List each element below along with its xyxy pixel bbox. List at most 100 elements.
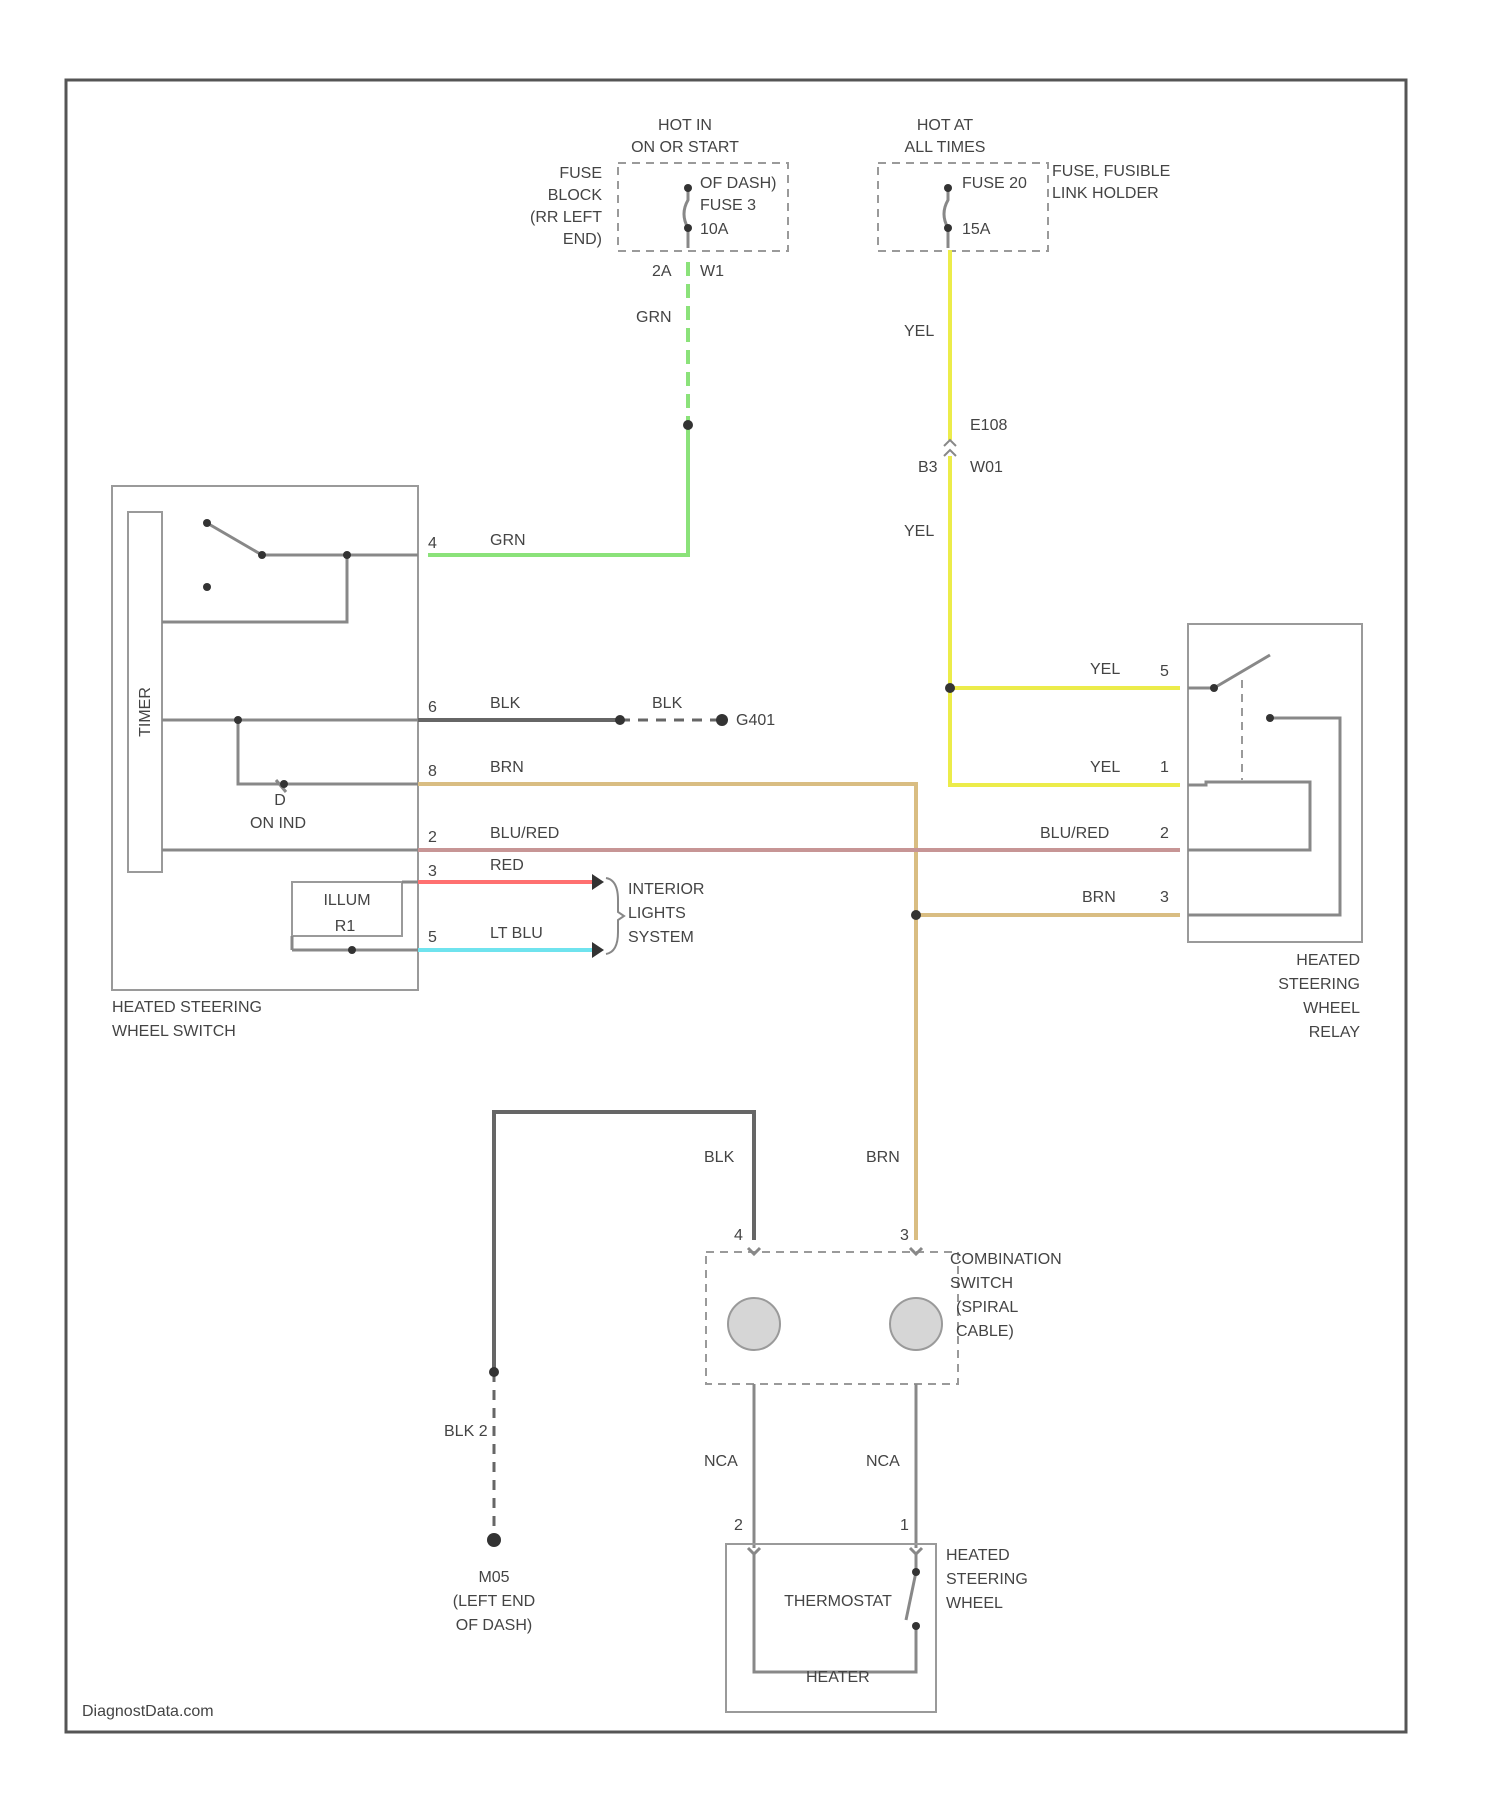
thermostat-contact	[906, 1572, 916, 1620]
brn-label-relay: BRN	[1082, 889, 1116, 906]
blk-label-2: BLK	[652, 695, 683, 712]
nca-label-left: NCA	[704, 1453, 738, 1470]
switch-contact-pivot	[203, 519, 211, 527]
fuse20-element	[944, 188, 948, 248]
ground-main-label: M05	[478, 1569, 509, 1586]
relay-contact-end	[1266, 714, 1274, 722]
nca-label-right: NCA	[866, 1453, 900, 1470]
blu-red-label: BLU/RED	[490, 825, 559, 842]
illum-circuits: RED LT BLU INTERIOR LIGHTS SYSTEM	[418, 857, 704, 958]
yel-splice	[945, 683, 955, 693]
switch-contact-alt	[203, 583, 211, 591]
hot-in-run-label: HOT IN	[658, 117, 712, 134]
fuse3-label-3: 10A	[700, 221, 729, 238]
interior-label-3: SYSTEM	[628, 929, 694, 946]
switch-name-label-2: WHEEL SWITCH	[112, 1023, 236, 1040]
wheel-pin-right	[910, 1548, 922, 1554]
d-label: D	[274, 792, 286, 809]
wheel-housing	[726, 1544, 936, 1712]
yel-wire-main	[950, 456, 1180, 785]
combination-switch-clockspring: 4 3 COMBINATION SWITCH (SPIRAL CABLE)	[706, 1227, 1062, 1384]
wheel-pin-r-label: 1	[900, 1517, 909, 1534]
fuse3-node-top	[684, 184, 692, 192]
grn-label-top: GRN	[636, 309, 672, 326]
thermostat-label: THERMOSTAT	[784, 1593, 892, 1610]
blk-splice	[615, 715, 625, 725]
blu-red-circuit: BLU/RED BLU/RED	[418, 825, 1180, 850]
blk-ground-circuit: BLK BLK G401	[418, 695, 775, 729]
pin-2-label: 2	[428, 829, 437, 846]
blk-return-circuit: BLK BLK 2 M05 (LEFT END OF DASH)	[444, 1112, 754, 1634]
watermark: DiagnostData.com	[82, 1703, 214, 1720]
clockspring-name-4: CABLE)	[956, 1323, 1014, 1340]
relay-pin-5: 5	[1160, 663, 1169, 680]
fuse3-pin-left: 2A	[652, 263, 672, 280]
interior-brace	[606, 878, 624, 954]
red-label: RED	[490, 857, 524, 874]
fuse3-pin-right: W1	[700, 263, 724, 280]
clockspring-roller-right	[890, 1298, 942, 1350]
switch-name-label: HEATED STEERING	[112, 999, 262, 1016]
illum-label: ILLUM	[323, 892, 370, 909]
ground-main-dot	[487, 1533, 501, 1547]
switch-contact	[207, 523, 262, 555]
splice-e-label-2: W01	[970, 459, 1003, 476]
clockspring-name-3: (SPIRAL	[956, 1299, 1018, 1316]
relay-contact-pivot	[1210, 684, 1218, 692]
pin-6-label: 6	[428, 699, 437, 716]
pin-5-label: 5	[428, 929, 437, 946]
brn-label-bottom: BRN	[866, 1149, 900, 1166]
heated-steering-wheel-switch: TIMER D ON IND ILLUM R1 4 6 8 2 3 5 HEAT…	[112, 486, 437, 1040]
yel-connector	[944, 440, 956, 456]
wheel-pin-l-label: 2	[734, 1517, 743, 1534]
heated-steering-wheel: 2 1 THERMOSTAT HEATER HEATED STEERING WH…	[726, 1517, 1028, 1712]
r1-label: R1	[335, 918, 356, 935]
fuse-block-label: FUSE	[559, 165, 602, 182]
hot-at-all-label: HOT AT	[917, 117, 974, 134]
blk-return-splice	[489, 1367, 499, 1377]
relay-name-label: HEATED	[1296, 952, 1360, 969]
blu-red-label-relay: BLU/RED	[1040, 825, 1109, 842]
blk-label: BLK	[490, 695, 521, 712]
relay-name-label-3: WHEEL	[1303, 1000, 1360, 1017]
ground-g-label: G401	[736, 712, 775, 729]
fuse20-label: FUSE 20	[962, 175, 1027, 192]
brn-splice	[911, 910, 921, 920]
grn-label-bottom: GRN	[490, 532, 526, 549]
wheel-name-3: WHEEL	[946, 1595, 1003, 1612]
relay-name-label-4: RELAY	[1309, 1024, 1361, 1041]
clockspring-name-2: SWITCH	[950, 1275, 1013, 1292]
blk-2-label: BLK 2	[444, 1423, 488, 1440]
clockspring-roller-left	[728, 1298, 780, 1350]
splice-e-label: E108	[970, 417, 1007, 434]
yel-label-top: YEL	[904, 323, 934, 340]
yel-label-relay-5: YEL	[1090, 661, 1120, 678]
wheel-pin-left	[748, 1548, 760, 1554]
grn-circuit: GRN GRN	[428, 262, 693, 555]
fuse3-label-2: FUSE 3	[700, 197, 756, 214]
fusible-link-section: HOT AT ALL TIMES FUSE 20 15A FUSE, FUSIB…	[878, 117, 1170, 251]
hot-in-run-label-2: ON OR START	[631, 139, 739, 156]
fuse3-node-bottom	[684, 224, 692, 232]
wheel-name-2: STEERING	[946, 1571, 1028, 1588]
switch-contact-node	[258, 551, 266, 559]
on-ind-label: ON IND	[250, 815, 306, 832]
ground-main-label-3: OF DASH)	[456, 1617, 532, 1634]
fuse20-label-2: 15A	[962, 221, 991, 238]
illum-node	[348, 946, 356, 954]
thermostat-node-bottom	[912, 1622, 920, 1630]
thermostat-node-top	[912, 1568, 920, 1576]
pin-3-label: 3	[428, 863, 437, 880]
fuse-block-label-2: BLOCK	[548, 187, 603, 204]
clockspring-pin-r-label: 3	[900, 1227, 909, 1244]
diagram-border	[66, 80, 1406, 1732]
fuse-block-label-3: (RR LEFT	[530, 209, 602, 226]
interior-label-2: LIGHTS	[628, 905, 686, 922]
relay-pin-2: 2	[1160, 825, 1169, 842]
fuse20-node-bottom	[944, 224, 952, 232]
relay-pin-1: 1	[1160, 759, 1169, 776]
ground-main-label-2: (LEFT END	[453, 1593, 535, 1610]
timer-label: TIMER	[137, 687, 154, 737]
clockspring-name: COMBINATION	[950, 1251, 1062, 1268]
relay-internal-wiring	[1188, 688, 1340, 915]
